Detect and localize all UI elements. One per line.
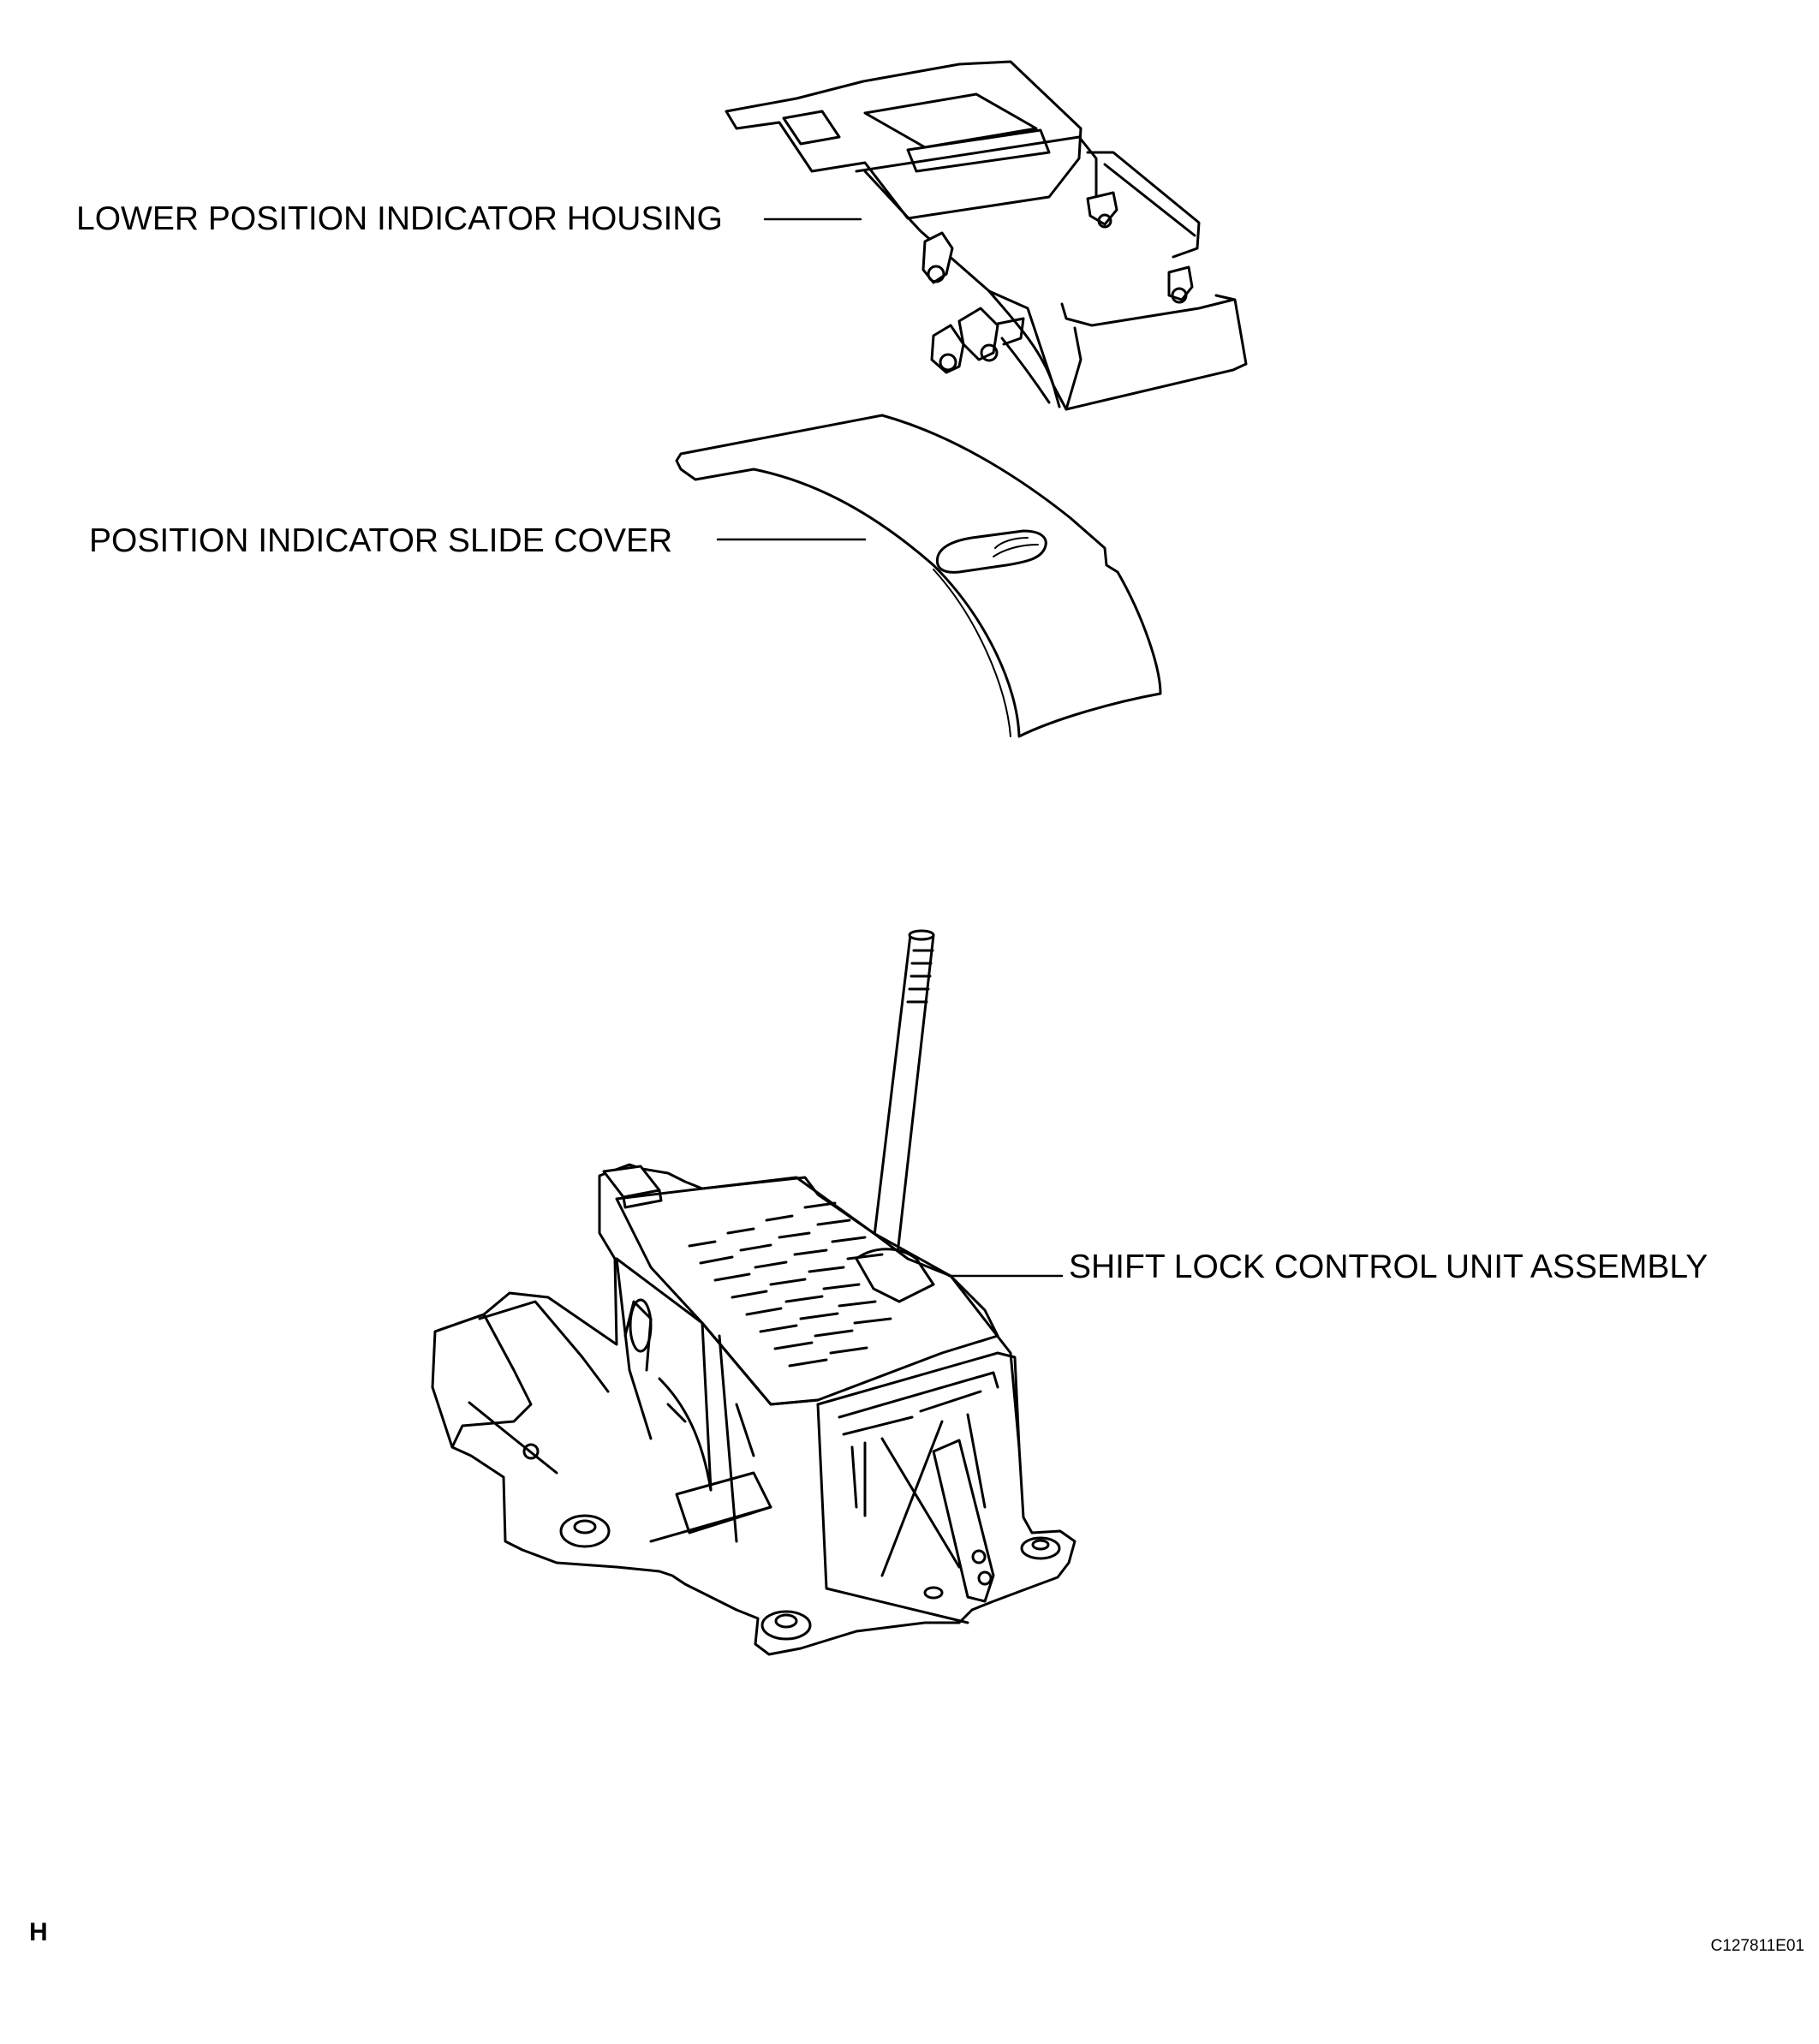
label-position-indicator-slide-cover: POSITION INDICATOR SLIDE COVER [89,522,673,559]
figure-id: C127811E01 [1710,1937,1804,1955]
corner-code: H [29,1918,48,1946]
label-lower-position-indicator-housing: LOWER POSITION INDICATOR HOUSING [76,200,723,237]
lower-position-indicator-housing [726,62,1246,409]
position-indicator-slide-cover [677,415,1160,736]
label-shift-lock-control-unit-assembly: SHIFT LOCK CONTROL UNIT ASSEMBLY [1069,1248,1709,1285]
leader-lines [718,219,1062,1276]
shift-lock-control-unit-assembly [432,931,1075,1654]
